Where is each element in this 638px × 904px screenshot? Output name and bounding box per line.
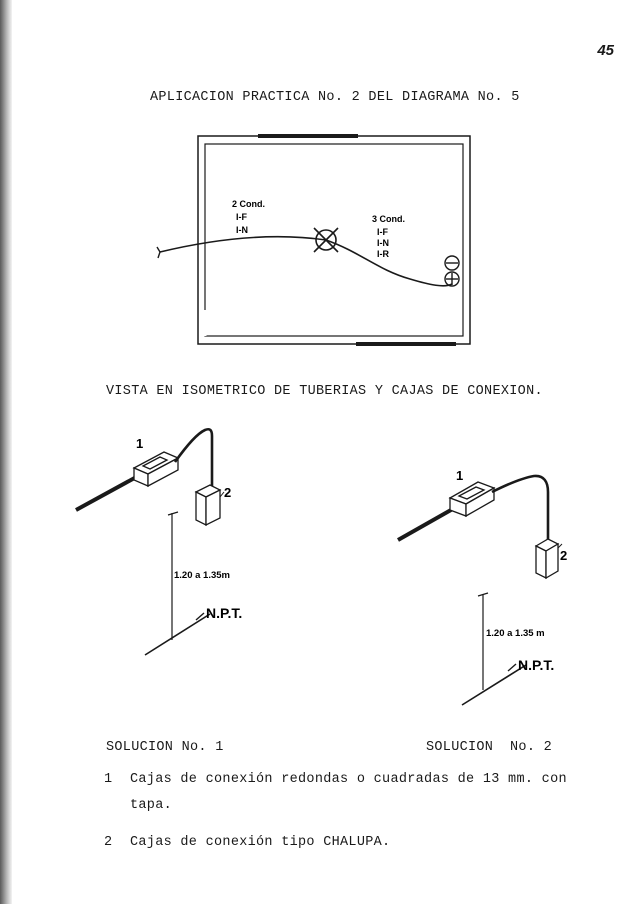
note-number: 2 <box>104 835 113 850</box>
s1-box2-label: 2 <box>224 485 231 500</box>
s2-floor-label: N.P.T. <box>518 657 554 673</box>
right-conductor-n: I-N <box>377 238 389 248</box>
switch-symbol-icon <box>444 255 460 287</box>
room-outer-wall <box>197 135 471 345</box>
scan-edge-shadow <box>0 0 12 904</box>
s2-npt-pointer <box>507 663 517 672</box>
s2-conduit-thick <box>397 504 459 542</box>
s2-junction-box <box>448 481 496 518</box>
plan-view-diagram <box>156 134 471 346</box>
right-conductor-count: 3 Cond. <box>372 214 405 224</box>
page-number: 45 <box>597 42 614 59</box>
room-inner-wall <box>204 143 464 337</box>
plan-title: APLICACION PRACTICA No. 2 DEL DIAGRAMA N… <box>150 90 520 105</box>
solution1-diagram <box>75 427 225 656</box>
s1-junction-box <box>132 451 180 488</box>
s1-conduit-to-box2 <box>173 427 214 486</box>
s2-conduit-to-box2 <box>491 474 550 540</box>
s1-floor-line <box>144 613 211 656</box>
note-text: Cajas de conexión redondas o cuadradas d… <box>130 772 567 813</box>
s2-floor-line <box>461 664 527 706</box>
s1-height-label: 1.20 a 1.35m <box>174 570 230 581</box>
note-number: 1 <box>104 772 113 787</box>
s2-box1-label: 1 <box>456 468 463 483</box>
note-text: Cajas de conexión tipo CHALUPA. <box>130 835 391 850</box>
s1-dimension-tick <box>167 511 179 516</box>
conduit-right <box>325 239 453 287</box>
conduit-left <box>159 236 327 253</box>
solution1-title: SOLUCION No. 1 <box>106 740 224 755</box>
s2-box2-leader <box>557 543 563 549</box>
s1-floor-label: N.P.T. <box>206 605 242 621</box>
s1-conduit-thick <box>75 473 141 512</box>
note-item: 1 Cajas de conexión redondas o cuadradas… <box>104 767 604 819</box>
note-item: 2 Cajas de conexión tipo CHALUPA. <box>104 830 604 856</box>
s1-npt-pointer <box>195 612 205 621</box>
solution2-title: SOLUCION No. 2 <box>426 740 553 755</box>
right-conductor-f: I-F <box>377 227 388 237</box>
s1-chalupa-box <box>194 484 222 527</box>
s2-chalupa-box <box>534 538 560 580</box>
lamp-symbol-icon <box>313 227 339 253</box>
s2-height-label: 1.20 a 1.35 m <box>486 628 545 639</box>
left-conductor-count: 2 Cond. <box>232 199 265 209</box>
left-conductor-f: I-F <box>236 212 247 222</box>
s1-box2-leader <box>219 491 225 498</box>
left-conductor-n: I-N <box>236 225 248 235</box>
solution2-diagram <box>397 474 563 706</box>
right-conductor-r: I-R <box>377 249 389 259</box>
s1-box1-label: 1 <box>136 436 143 451</box>
isometric-title: VISTA EN ISOMETRICO DE TUBERIAS Y CAJAS … <box>106 384 543 399</box>
s2-box2-label: 2 <box>560 548 567 563</box>
conduit-end-tick <box>156 246 161 259</box>
